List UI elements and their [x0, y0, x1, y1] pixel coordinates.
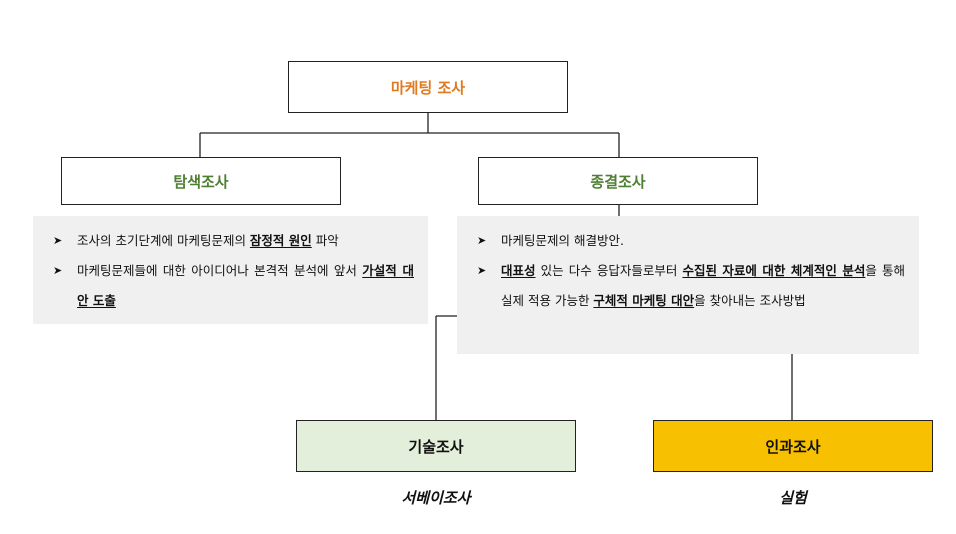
node-conclusive-research: 종결조사	[478, 157, 758, 205]
node-marketing-research: 마케팅 조사	[288, 61, 568, 113]
node-descriptive-research: 기술조사	[296, 420, 576, 472]
arrow-bullet-icon: ➤	[477, 264, 487, 277]
bullet-text: 을 찾아내는 조사방법	[694, 293, 806, 308]
conclusive-bullet-list: ➤ 마케팅문제의 해결방안. ➤ 대표성 있는 다수 응답자들로부터 수집된 자료에…	[473, 226, 905, 316]
list-item: ➤ 마케팅문제의 해결방안.	[473, 226, 905, 256]
bullet-emphasis: 대표성	[501, 263, 536, 278]
caption-survey: 서베이조사	[401, 489, 471, 507]
exploratory-bullet-list: ➤ 조사의 초기단계에 마케팅문제의 잠정적 원인 파악 ➤ 마케팅문제들에 대한 …	[49, 226, 414, 316]
conclusive-description-panel: ➤ 마케팅문제의 해결방안. ➤ 대표성 있는 다수 응답자들로부터 수집된 자료에…	[457, 216, 919, 354]
node-conclusive-research-label: 종결조사	[590, 172, 646, 191]
node-causal-research-label: 인과조사	[765, 437, 821, 456]
bullet-text: 있는 다수 응답자들로부터	[535, 263, 683, 278]
arrow-bullet-icon: ➤	[53, 264, 63, 277]
bullet-text: 마케팅문제들에 대한 아이디어나 본격적 분석에 앞서	[77, 263, 363, 278]
node-marketing-research-label: 마케팅 조사	[390, 78, 466, 97]
bullet-text: 마케팅문제의 해결방안.	[501, 233, 624, 248]
list-item: ➤ 조사의 초기단계에 마케팅문제의 잠정적 원인 파악	[49, 226, 414, 256]
list-item: ➤ 마케팅문제들에 대한 아이디어나 본격적 분석에 앞서 가설적 대안 도출	[49, 256, 414, 316]
arrow-bullet-icon: ➤	[53, 234, 63, 247]
node-exploratory-research: 탐색조사	[61, 157, 341, 205]
bullet-text: 파악	[311, 233, 339, 248]
exploratory-description-panel: ➤ 조사의 초기단계에 마케팅문제의 잠정적 원인 파악 ➤ 마케팅문제들에 대한 …	[33, 216, 428, 324]
bullet-emphasis: 잠정적 원인	[249, 233, 312, 248]
list-item: ➤ 대표성 있는 다수 응답자들로부터 수집된 자료에 대한 체계적인 분석을 통…	[473, 256, 905, 316]
arrow-bullet-icon: ➤	[477, 234, 487, 247]
node-descriptive-research-label: 기술조사	[408, 437, 464, 456]
bullet-text: 조사의 초기단계에 마케팅문제의	[77, 233, 250, 248]
caption-experiment: 실험	[779, 489, 807, 507]
bullet-text: 을 통해 실제 적용 가능한	[501, 263, 905, 308]
node-causal-research: 인과조사	[653, 420, 933, 472]
bullet-emphasis: 수집된 자료에 대한 체계적인 분석	[682, 263, 866, 278]
bullet-emphasis: 가설적 대안 도출	[77, 263, 415, 308]
bullet-emphasis: 구체적 마케팅 대안	[593, 293, 695, 308]
node-exploratory-research-label: 탐색조사	[173, 172, 229, 191]
